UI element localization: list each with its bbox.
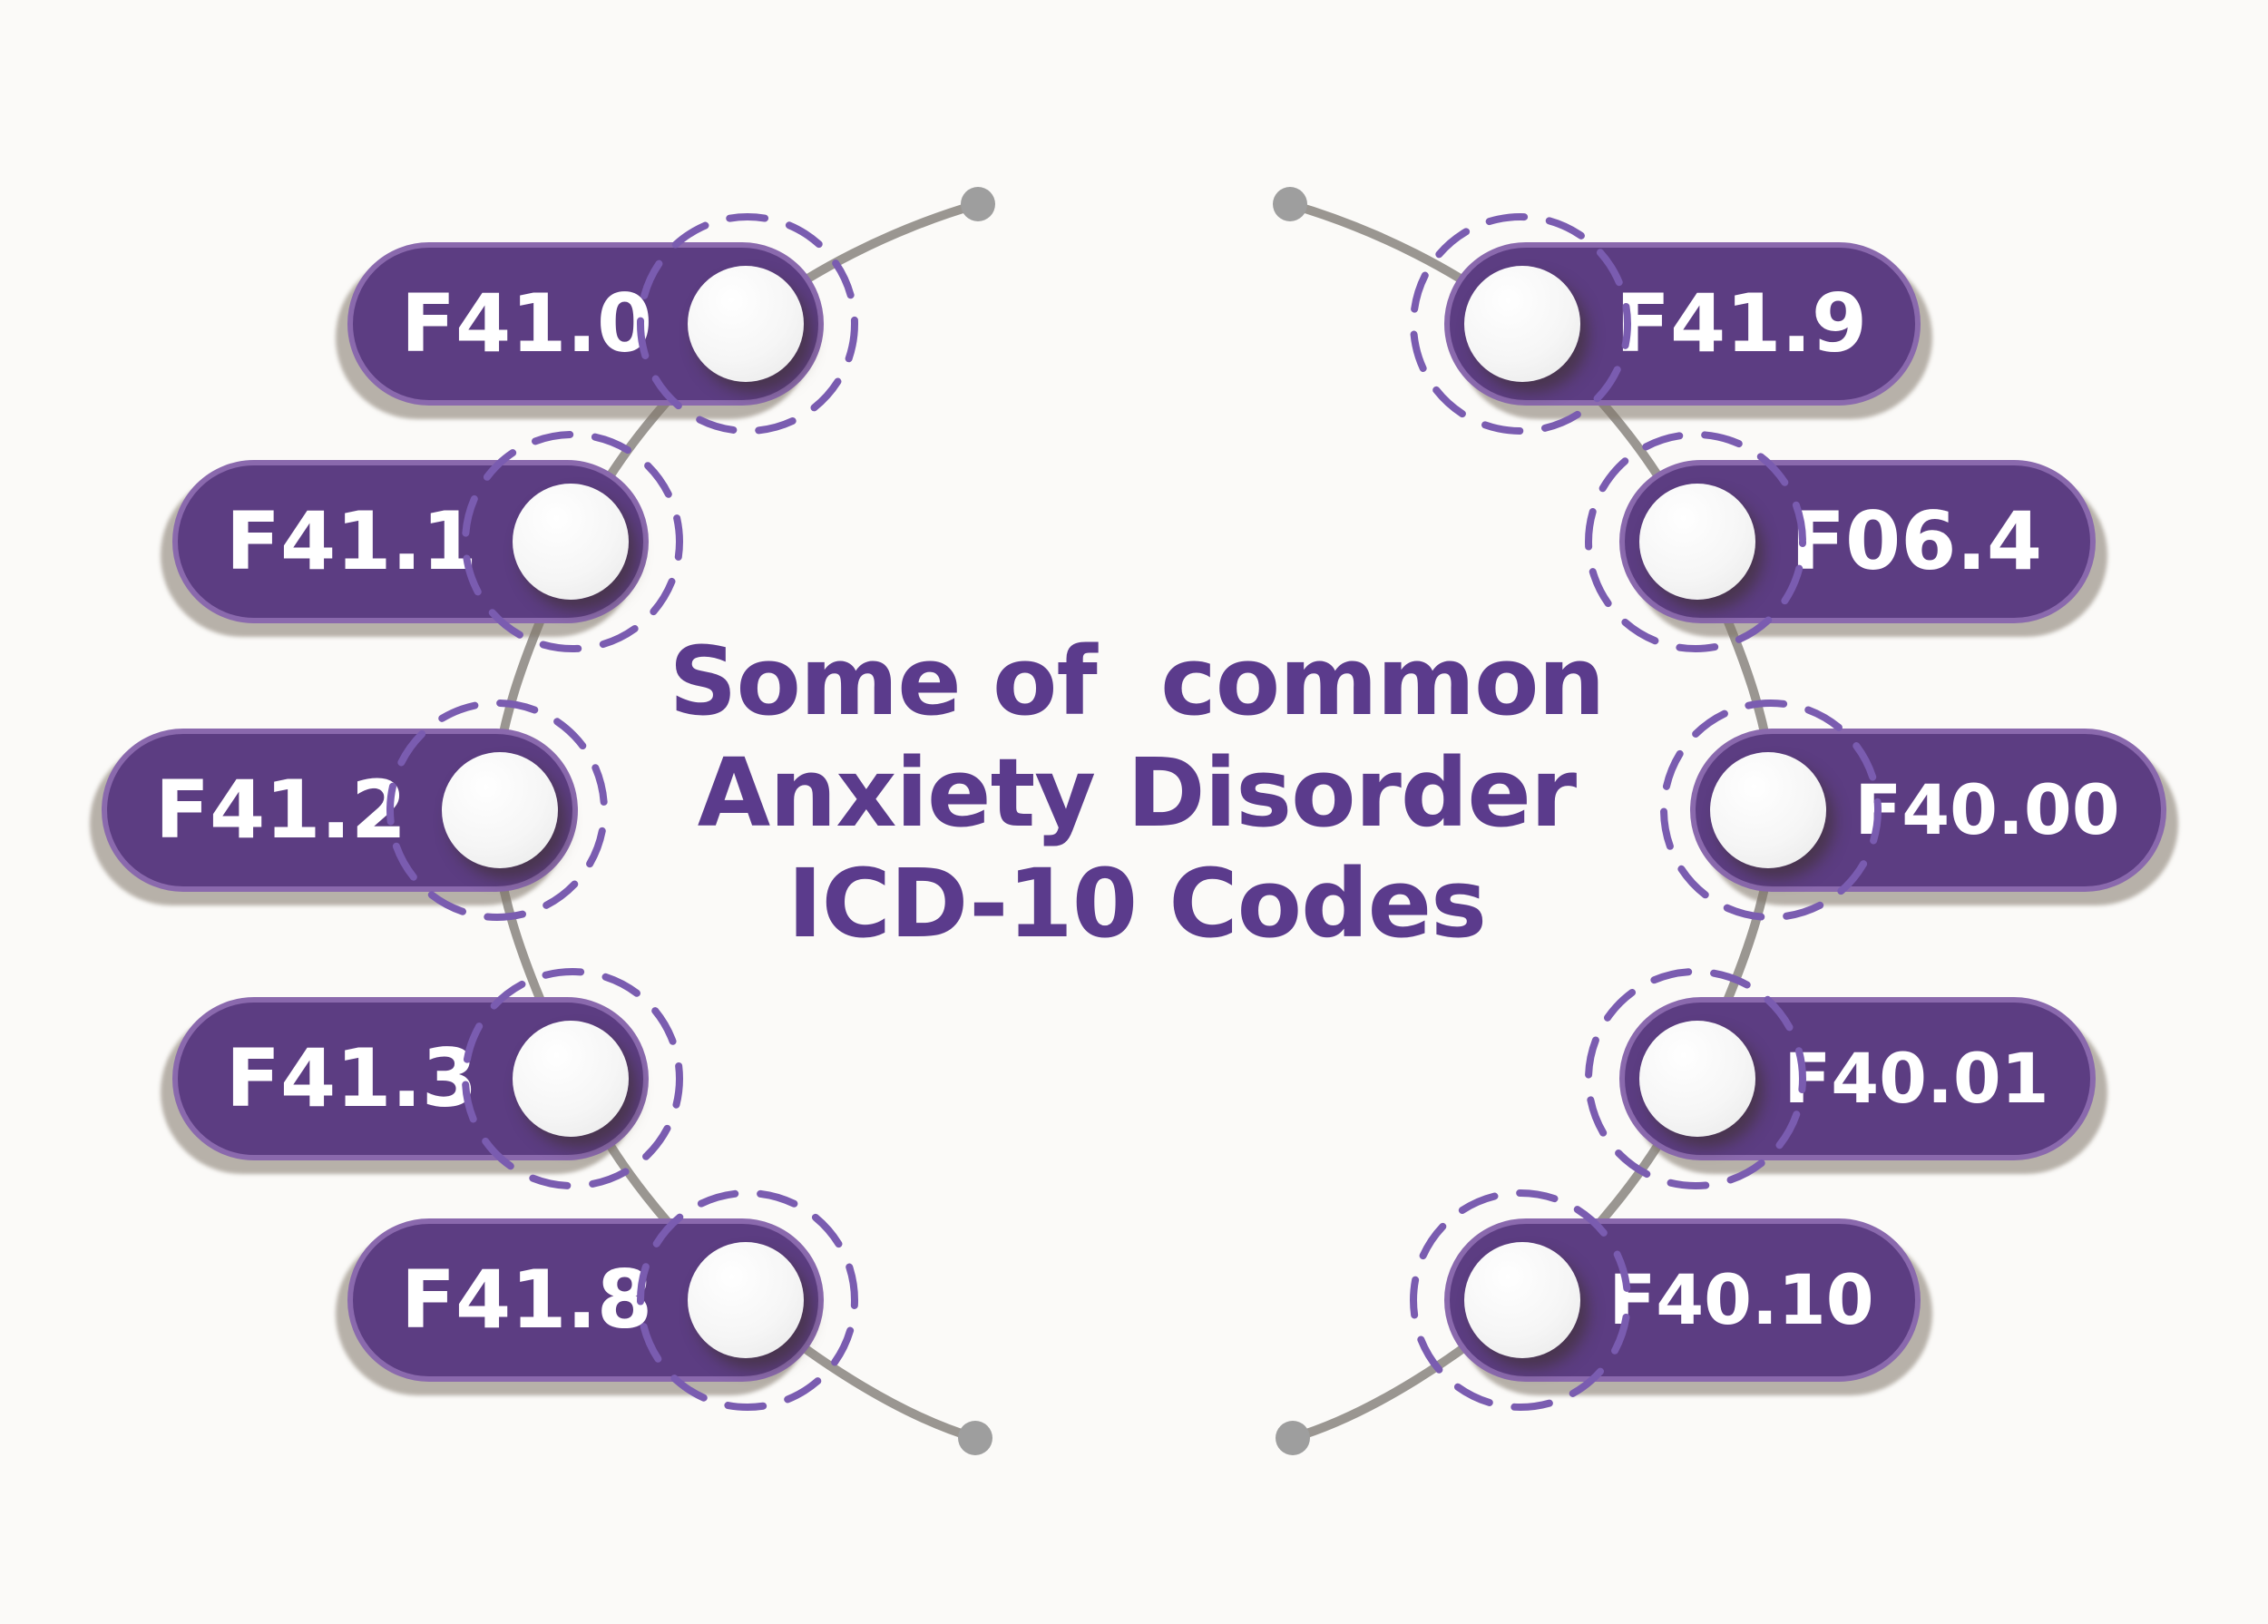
pill-f41-0: F41.0 bbox=[347, 242, 824, 406]
pill-f40-10: F40.10 bbox=[1444, 1218, 1921, 1382]
title-line-1: Some of common bbox=[669, 626, 1606, 737]
chain-end-dot-bottom-left bbox=[958, 1421, 992, 1455]
pill-f41-2: F41.2 bbox=[102, 729, 578, 892]
pill-f40-01: F40.01 bbox=[1619, 997, 2096, 1160]
code-label: F06.4 bbox=[1790, 494, 2043, 588]
pill-f41-8: F41.8 bbox=[347, 1218, 824, 1382]
code-label: F41.2 bbox=[154, 763, 407, 856]
code-label: F40.01 bbox=[1784, 1038, 2049, 1119]
pill-f40-00: F40.00 bbox=[1690, 729, 2166, 892]
title-line-2: Anxiety Disorder bbox=[697, 737, 1577, 848]
chain-end-dot-top-left bbox=[961, 187, 995, 221]
pill-f06-4: F06.4 bbox=[1619, 460, 2096, 623]
page-title: Some of common Anxiety Disorder ICD-10 C… bbox=[669, 626, 1606, 960]
chain-end-dot-bottom-right bbox=[1276, 1421, 1310, 1455]
code-label: F41.9 bbox=[1615, 277, 1868, 370]
code-label: F40.10 bbox=[1608, 1259, 1874, 1340]
code-label: F41.3 bbox=[225, 1032, 478, 1125]
code-label: F41.1 bbox=[225, 494, 478, 588]
code-label: F41.8 bbox=[400, 1253, 653, 1346]
chain-end-dot-top-right bbox=[1273, 187, 1307, 221]
pill-f41-3: F41.3 bbox=[172, 997, 649, 1160]
title-line-3: ICD-10 Codes bbox=[787, 848, 1487, 960]
code-label: F40.00 bbox=[1854, 769, 2120, 850]
pill-f41-1: F41.1 bbox=[172, 460, 649, 623]
code-label: F41.0 bbox=[400, 277, 653, 370]
pill-f41-9: F41.9 bbox=[1444, 242, 1921, 406]
